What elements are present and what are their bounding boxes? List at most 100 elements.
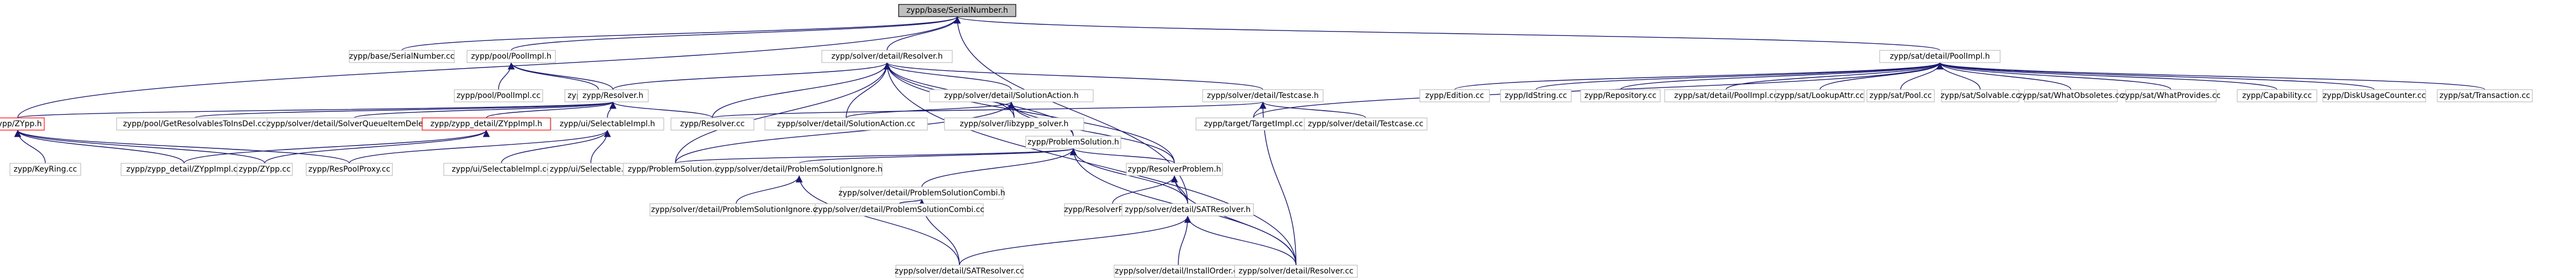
edge-selectableimpl_cc-to-selectableimpl_h [501, 130, 611, 164]
node-label: zypp/ResolverProblem.h [1128, 165, 1221, 174]
node-zypp-solver-detail-resolver-h[interactable]: zypp/solver/detail/Resolver.h [821, 50, 953, 63]
node-zypp-solver-detail-testcase-cc[interactable]: zypp/solver/detail/Testcase.cc [1304, 117, 1428, 131]
node-label: zypp/Edition.cc [1425, 91, 1484, 100]
edge-resolver_detail_cc-to-satresolver_h [1184, 215, 1297, 266]
node-box [1025, 136, 1121, 149]
node-zypp-solver-detail-solverqueueitemdelete-cc[interactable]: zypp/solver/detail/SolverQueueItemDelete… [266, 117, 442, 131]
node-label: zypp/solver/detail/SolutionAction.cc [777, 120, 915, 128]
node-box [716, 163, 883, 176]
node-zypp-problemsolution-h[interactable]: zypp/ProblemSolution.h [1025, 136, 1121, 149]
edge-sat_poolimpl_h-to-root [954, 16, 1940, 51]
node-box [0, 117, 45, 131]
node-box [898, 4, 1016, 17]
node-box [2322, 89, 2426, 102]
node-label: zypp/solver/detail/Resolver.cc [1239, 267, 1353, 276]
node-zypp-solver-detail-problemsolutioncombi-cc[interactable]: zypp/solver/detail/ProblemSolutionCombi.… [814, 203, 984, 216]
node-box [466, 50, 556, 63]
node-zypp-solver-detail-problemsolutioncombi-h[interactable]: zypp/solver/detail/ProblemSolutionCombi.… [838, 187, 1005, 200]
node-zypp-ui-selectableimpl-h[interactable]: zypp/ui/SelectableImpl.h [550, 117, 664, 131]
node-zypp-zypp-detail-zyppimpl-cc[interactable]: zypp/zypp_detail/ZYppImpl.cc [120, 163, 248, 176]
node-zypp-idstring-cc[interactable]: zypp/IdString.cc [1500, 89, 1572, 102]
node-zypp-pool-poolimpl-h[interactable]: zypp/pool/PoolImpl.h [466, 50, 556, 63]
node-label: zypp/solver/detail/ProblemSolutionIgnore… [651, 205, 821, 214]
node-zypp-solver-detail-testcase-h[interactable]: zypp/solver/detail/Testcase.h [1202, 89, 1324, 102]
node-box [237, 163, 293, 176]
node-box [2437, 89, 2533, 102]
node-zypp-solver-detail-problemsolutionignore-cc[interactable]: zypp/solver/detail/ProblemSolutionIgnore… [649, 203, 823, 216]
node-box [306, 163, 393, 176]
edge-zypp_cc-to-zyppimpl_h [264, 130, 490, 164]
node-zypp-base-serialnumber-h[interactable]: zypp/base/SerialNumber.h [898, 4, 1016, 17]
node-zypp-sat-detail-poolimpl-h[interactable]: zypp/sat/detail/PoolImpl.h [1879, 50, 2001, 63]
node-label: zypp/Repository.cc [1585, 91, 1656, 100]
node-box [1202, 89, 1324, 102]
node-label: zypp/IdString.cc [1505, 91, 1567, 100]
node-zypp-zypp-detail-zyppimpl-h[interactable]: zypp/zypp_detail/ZYppImpl.h [422, 117, 551, 131]
node-zypp-pool-getresolvablestoinsdel-cc[interactable]: zypp/pool/GetResolvablesToInsDel.cc [116, 117, 273, 131]
node-zypp-ui-selectableimpl-cc[interactable]: zypp/ui/SelectableImpl.cc [443, 163, 559, 176]
edge-pscombi_cc-to-pscombi_h [899, 199, 926, 206]
node-zypp-solver-libzypp-solver-h[interactable]: zypp/solver/libzypp_solver.h [944, 117, 1084, 131]
node-label: zypp/sat/WhatProvides.cc [2121, 91, 2221, 100]
edge-solverqueue_cc-to-zypp_resolver_h [354, 101, 616, 118]
node-zypp-solver-detail-satresolver-h[interactable]: zypp/solver/detail/SATResolver.h [1121, 203, 1254, 216]
node-zypp-sat-whatobsoletes-cc[interactable]: zypp/sat/WhatObsoletes.cc [2018, 89, 2124, 102]
node-label: zypp/pool/PoolImpl.cc [457, 91, 541, 100]
edge-resolver_cc-to-zypp_resolver_h [609, 101, 713, 118]
edge-transaction_cc-to-sat_poolimpl_h [1937, 62, 2485, 90]
edge-zyppimpl_cc-to-zyppimpl_h [183, 130, 490, 164]
node-zypp-solver-detail-problemsolutionignore-h[interactable]: zypp/solver/detail/ProblemSolutionIgnore… [716, 163, 883, 176]
node-label: zypp/zypp_detail/ZYppImpl.cc [127, 165, 242, 174]
node-zypp-solver-detail-satresolver-cc[interactable]: zypp/solver/detail/SATResolver.cc [895, 265, 1024, 278]
node-label: zypp/base/SerialNumber.cc [349, 52, 455, 61]
node-zypp-zypp-h[interactable]: zypp/ZYpp.h [0, 117, 45, 131]
node-zypp-diskusagecounter-cc[interactable]: zypp/DiskUsageCounter.cc [2322, 89, 2426, 102]
node-box [1879, 50, 2001, 63]
edge-resolverproblem_h-to-resolver_detail_h [883, 62, 1175, 164]
node-zypp-keyring-cc[interactable]: zypp/KeyRing.cc [9, 163, 81, 176]
node-zypp-repository-cc[interactable]: zypp/Repository.cc [1580, 89, 1661, 102]
node-zypp-base-serialnumber-cc[interactable]: zypp/base/SerialNumber.cc [349, 50, 455, 63]
node-label: zypp/solver/libzypp_solver.h [960, 120, 1069, 128]
edge-resolver_detail_cc-to-resolverproblem_h [1171, 175, 1297, 266]
node-zypp-problemsolution-cc[interactable]: zypp/ProblemSolution.cc [623, 163, 728, 176]
node-box [895, 265, 1024, 278]
node-box [1866, 89, 1935, 102]
node-label: zypp/sat/Transaction.cc [2439, 91, 2530, 100]
node-label: zypp/sat/detail/PoolImpl.cc [1674, 91, 1778, 100]
node-zypp-resolver-h[interactable]: zypp/Resolver.h [577, 89, 649, 102]
node-zypp-zypp-cc[interactable]: zypp/ZYpp.cc [237, 163, 293, 176]
node-zypp-edition-cc[interactable]: zypp/Edition.cc [1419, 89, 1490, 102]
node-box [670, 117, 754, 131]
node-zypp-solver-detail-installorder-cc[interactable]: zypp/solver/detail/InstallOrder.cc [1114, 265, 1243, 278]
node-label: zypp/Capability.cc [2242, 91, 2312, 100]
node-zypp-sat-pool-cc[interactable]: zypp/sat/Pool.cc [1866, 89, 1935, 102]
node-zypp-target-targetimpl-cc[interactable]: zypp/target/TargetImpl.cc [1195, 117, 1311, 131]
edge-zypp_cc-to-zypp_h [14, 130, 265, 164]
node-box [1126, 163, 1223, 176]
edge-zyppimpl_cc-to-zypp_h [14, 130, 185, 164]
node-zypp-solver-detail-resolver-cc[interactable]: zypp/solver/detail/Resolver.cc [1234, 265, 1358, 278]
node-zypp-pool-poolimpl-cc[interactable]: zypp/pool/PoolImpl.cc [454, 89, 543, 102]
node-box [1500, 89, 1572, 102]
node-zypp-sat-lookupattr-cc[interactable]: zypp/sat/LookupAttr.cc [1775, 89, 1865, 102]
node-label: zypp/pool/GetResolvablesToInsDel.cc [123, 120, 266, 128]
node-zypp-sat-detail-poolimpl-cc[interactable]: zypp/sat/detail/PoolImpl.cc [1664, 89, 1788, 102]
node-label: zypp/solver/detail/SATResolver.h [1125, 205, 1251, 214]
node-zypp-respoolproxy-cc[interactable]: zypp/ResPoolProxy.cc [306, 163, 393, 176]
edge-testcase_h-to-resolver_detail_h [884, 62, 1263, 90]
node-zypp-resolver-cc[interactable]: zypp/Resolver.cc [670, 117, 754, 131]
node-zypp-sat-transaction-cc[interactable]: zypp/sat/Transaction.cc [2437, 89, 2533, 102]
node-zypp-solver-detail-solutionaction-cc[interactable]: zypp/solver/detail/SolutionAction.cc [764, 117, 928, 131]
node-zypp-sat-whatprovides-cc[interactable]: zypp/sat/WhatProvides.cc [2121, 89, 2221, 102]
node-zypp-ui-selectable-cc[interactable]: zypp/ui/Selectable.cc [547, 163, 634, 176]
node-box [1304, 117, 1428, 131]
node-box [422, 117, 551, 131]
node-zypp-sat-solvable-cc[interactable]: zypp/sat/Solvable.cc [1940, 89, 2020, 102]
node-zypp-capability-cc[interactable]: zypp/Capability.cc [2237, 89, 2317, 102]
edge-installorder_cc-to-satresolver_h [1178, 215, 1192, 266]
node-zypp-resolverproblem-h[interactable]: zypp/ResolverProblem.h [1126, 163, 1223, 176]
edge-solutionaction_cc-to-solutionaction_h [846, 101, 1015, 118]
node-zypp-solver-detail-solutionaction-h[interactable]: zypp/solver/detail/SolutionAction.h [929, 89, 1094, 102]
node-box [2237, 89, 2317, 102]
